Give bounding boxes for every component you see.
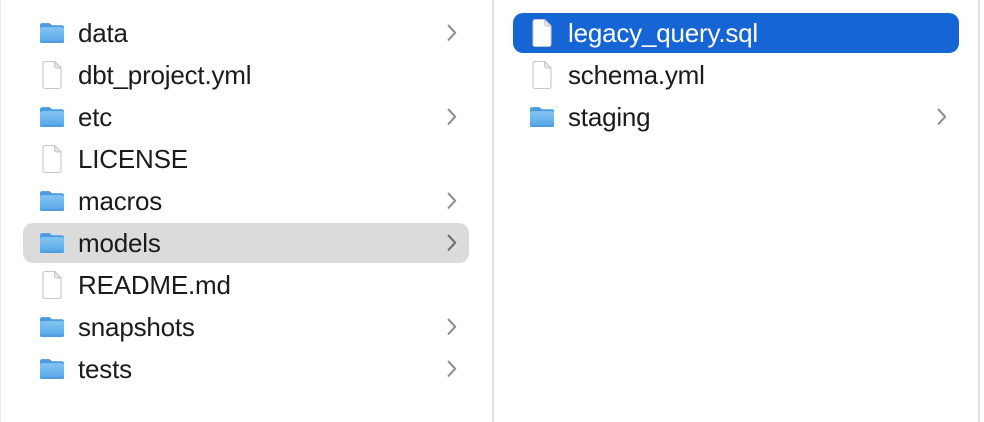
file-row-legacy-query-sql[interactable]: legacy_query.sql (513, 13, 959, 53)
document-icon (528, 60, 556, 90)
file-row-license[interactable]: LICENSE (23, 139, 469, 179)
file-row-etc[interactable]: etc (23, 97, 469, 137)
file-label: dbt_project.yml (78, 59, 252, 90)
chevron-right-icon (439, 192, 457, 210)
file-row-schema-yml[interactable]: schema.yml (513, 55, 959, 95)
file-label: tests (78, 353, 132, 384)
chevron-right-icon (439, 24, 457, 42)
file-label: etc (78, 101, 113, 132)
file-label: legacy_query.sql (568, 17, 758, 48)
finder-column-left: data dbt_project.yml etc LICENSE mac (1, 0, 494, 422)
folder-icon (38, 312, 66, 342)
folder-icon (38, 18, 66, 48)
folder-icon (38, 186, 66, 216)
file-label: data (78, 17, 128, 48)
document-icon (38, 144, 66, 174)
file-row-staging[interactable]: staging (513, 97, 959, 137)
file-label: staging (568, 101, 651, 132)
folder-icon (38, 354, 66, 384)
file-label: LICENSE (78, 143, 188, 174)
finder-column-right: legacy_query.sql schema.yml staging (494, 0, 980, 422)
document-icon (528, 18, 556, 48)
file-label: macros (78, 185, 163, 216)
chevron-right-icon (439, 360, 457, 378)
chevron-right-icon (439, 234, 457, 252)
file-label: models (78, 227, 161, 258)
file-label: snapshots (78, 311, 195, 342)
file-row-macros[interactable]: macros (23, 181, 469, 221)
document-icon (38, 60, 66, 90)
file-row-dbt-project-yml[interactable]: dbt_project.yml (23, 55, 469, 95)
folder-icon (38, 102, 66, 132)
document-icon (38, 270, 66, 300)
folder-icon (528, 102, 556, 132)
folder-icon (38, 228, 66, 258)
file-label: README.md (78, 269, 231, 300)
file-row-models[interactable]: models (23, 223, 469, 263)
file-label: schema.yml (568, 59, 705, 90)
file-row-snapshots[interactable]: snapshots (23, 307, 469, 347)
file-row-readme-md[interactable]: README.md (23, 265, 469, 305)
chevron-right-icon (929, 108, 947, 126)
chevron-right-icon (439, 318, 457, 336)
file-row-data[interactable]: data (23, 13, 469, 53)
chevron-right-icon (439, 108, 457, 126)
file-row-tests[interactable]: tests (23, 349, 469, 389)
